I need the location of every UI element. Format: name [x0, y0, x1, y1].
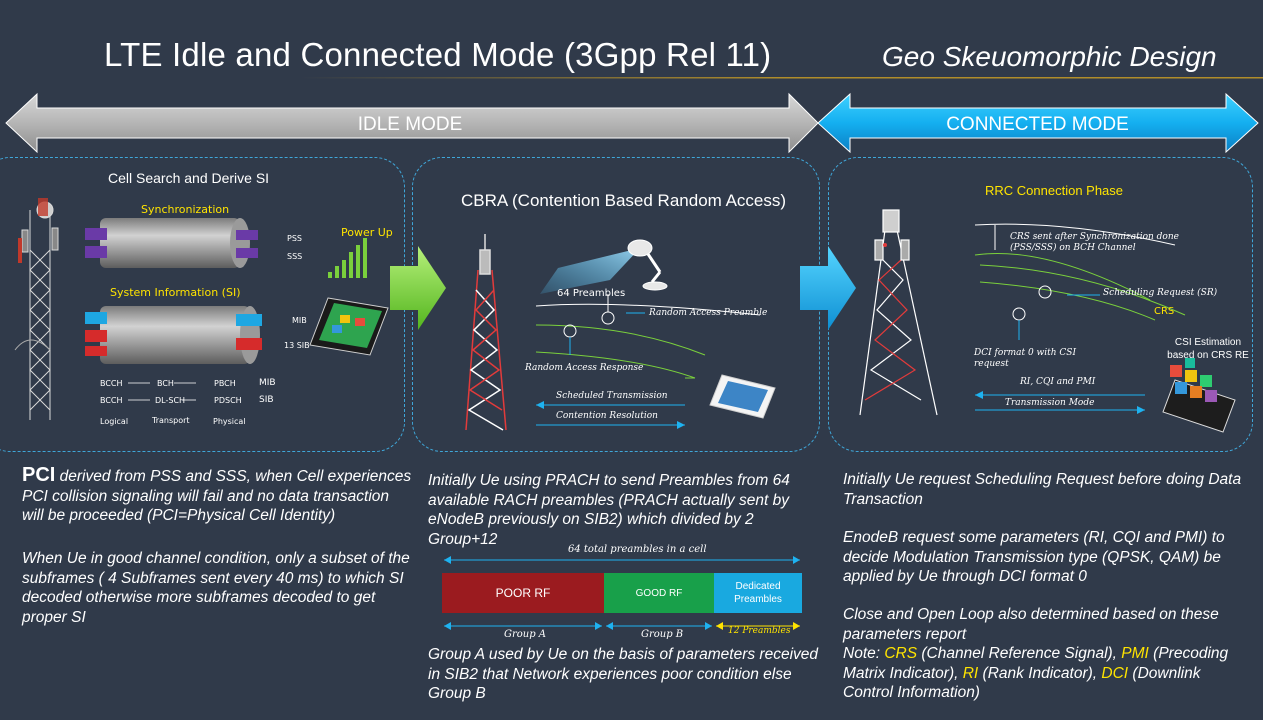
pci-term: PCI [22, 464, 56, 486]
ri-cqi-pmi-label: RI, CQI and PMI [1020, 377, 1096, 387]
rrc-title: RRC Connection Phase [985, 183, 1124, 198]
dci-definition: (Downlink Control Information) [843, 664, 1201, 702]
cell-search-graphic [14, 198, 389, 420]
ri-term: RI [962, 664, 979, 682]
scheduling-paragraph: Initially Ue request Scheduling Request … [843, 471, 1242, 508]
total-preambles-label: 64 total preambles in a cell [568, 544, 707, 555]
preamble-allocation-diagram: 64 total preambles in a cell POOR RF GOO… [442, 540, 802, 640]
row1-logical: BCCH [100, 379, 123, 388]
smartphone-icon [309, 297, 389, 356]
ue-smartphone-icon [709, 374, 776, 419]
group-b-label: Group B [641, 629, 684, 640]
crs-definition: (Channel Reference Signal), [917, 645, 1122, 663]
base-station-tower-icon [14, 201, 59, 420]
preambles-64-label: 64 Preambles [557, 288, 626, 299]
row1-transport: BCH [157, 379, 174, 388]
group-a-label: Group A [504, 629, 547, 640]
cbra-title: CBRA (Contention Based Random Access) [461, 191, 787, 210]
pmi-definition: (Precoding Matrix Indicator), [843, 645, 1229, 682]
crs-label: CRS [1154, 306, 1175, 317]
row1-info: MIB [259, 378, 276, 388]
connected-mode-arrow [817, 92, 1259, 154]
transition-arrow-blue-icon [800, 246, 856, 330]
loop-text: Close and Open Loop also determined base… [843, 606, 1219, 643]
enodeb-lattice-tower-icon [859, 209, 938, 416]
transition-arrow-green-icon [390, 246, 446, 330]
power-up-label: Power Up [341, 226, 393, 239]
prach-paragraph: Initially Ue using PRACH to send Preambl… [428, 472, 790, 548]
header-logical: Logical [100, 417, 129, 426]
enodeb-tower-icon [465, 234, 507, 431]
header-physical: Physical [213, 417, 246, 426]
csi-estimation-label: CSI Estimation based on CRS RE [1167, 337, 1249, 361]
scheduling-request-label: Scheduling Request (SR) [1103, 288, 1218, 298]
dci-note: DCI format 0 with CSI request [974, 348, 1076, 369]
crs-note: CRS sent after Synchronization done (PSS… [1010, 232, 1179, 253]
random-access-response-label: Random Access Response [525, 363, 644, 373]
si-cylinder [100, 306, 250, 364]
idle-mode-label: IDLE MODE [357, 114, 463, 135]
si-label: System Information (SI) [110, 286, 241, 299]
cell-search-title: Cell Search and Derive SI [108, 170, 270, 186]
ue-app-phone-icon [1162, 358, 1236, 433]
scheduled-transmission-label: Scheduled Transmission [556, 391, 668, 401]
poor-rf-segment: POOR RF [442, 573, 604, 613]
pci-paragraph: PCI derived from PSS and SSS, when Cell … [22, 464, 414, 526]
parameters-paragraph: EnodeB request some parameters (RI, CQI … [843, 529, 1225, 586]
page-title: LTE Idle and Connected Mode (3Gpp Rel 11… [104, 36, 772, 73]
contention-resolution-label: Contention Resolution [556, 411, 658, 421]
good-rf-segment: GOOD RF [604, 573, 714, 613]
loop-paragraph: Close and Open Loop also determined base… [843, 605, 1238, 703]
sss-label: SSS [287, 252, 303, 261]
header-transport: Transport [152, 416, 190, 425]
connected-mode-label: CONNECTED MODE [946, 114, 1129, 135]
pmi-term: PMI [1121, 645, 1149, 663]
dci-term: DCI [1101, 664, 1129, 682]
dedicated-count-label: 12 Preambles [728, 626, 791, 636]
ri-definition: (Rank Indicator), [978, 664, 1102, 682]
rrc-graphic [859, 209, 1236, 433]
transmission-mode-label: Transmission Mode [1005, 398, 1095, 408]
row2-physical: PDSCH [214, 396, 242, 405]
pss-label: PSS [287, 234, 302, 243]
cbra-graphic [465, 234, 776, 431]
mode-arrows [5, 92, 1259, 154]
dedicated-preambles-segment: Dedicated Preambles [714, 573, 802, 613]
group-selection-paragraph: Group A used by Ue on the basis of param… [428, 646, 819, 703]
row2-info: SIB [259, 395, 274, 405]
title-rule [300, 77, 1263, 79]
sib-output-label: 13 SIB [284, 341, 310, 350]
crs-term: CRS [884, 645, 918, 663]
mib-output-label: MIB [292, 316, 307, 325]
sync-label: Synchronization [141, 203, 230, 216]
row2-logical: BCCH [100, 396, 123, 405]
signal-strength-icon [328, 238, 367, 278]
preamble-bar: POOR RF GOOD RF Dedicated Preambles [442, 573, 802, 613]
row2-transport: DL-SCH [155, 396, 186, 405]
row1-physical: PBCH [214, 379, 236, 388]
page-subtitle: Geo Skeuomorphic Design [882, 41, 1217, 72]
pci-description: derived from PSS and SSS, when Cell expe… [22, 468, 412, 525]
random-access-preamble-label: Random Access Preamble [649, 308, 768, 318]
si-subframe-paragraph: When Ue in good channel condition, only … [22, 550, 410, 626]
sync-cylinder [100, 218, 240, 268]
note-prefix: Note: [843, 645, 885, 663]
lamp-icon [627, 239, 668, 291]
